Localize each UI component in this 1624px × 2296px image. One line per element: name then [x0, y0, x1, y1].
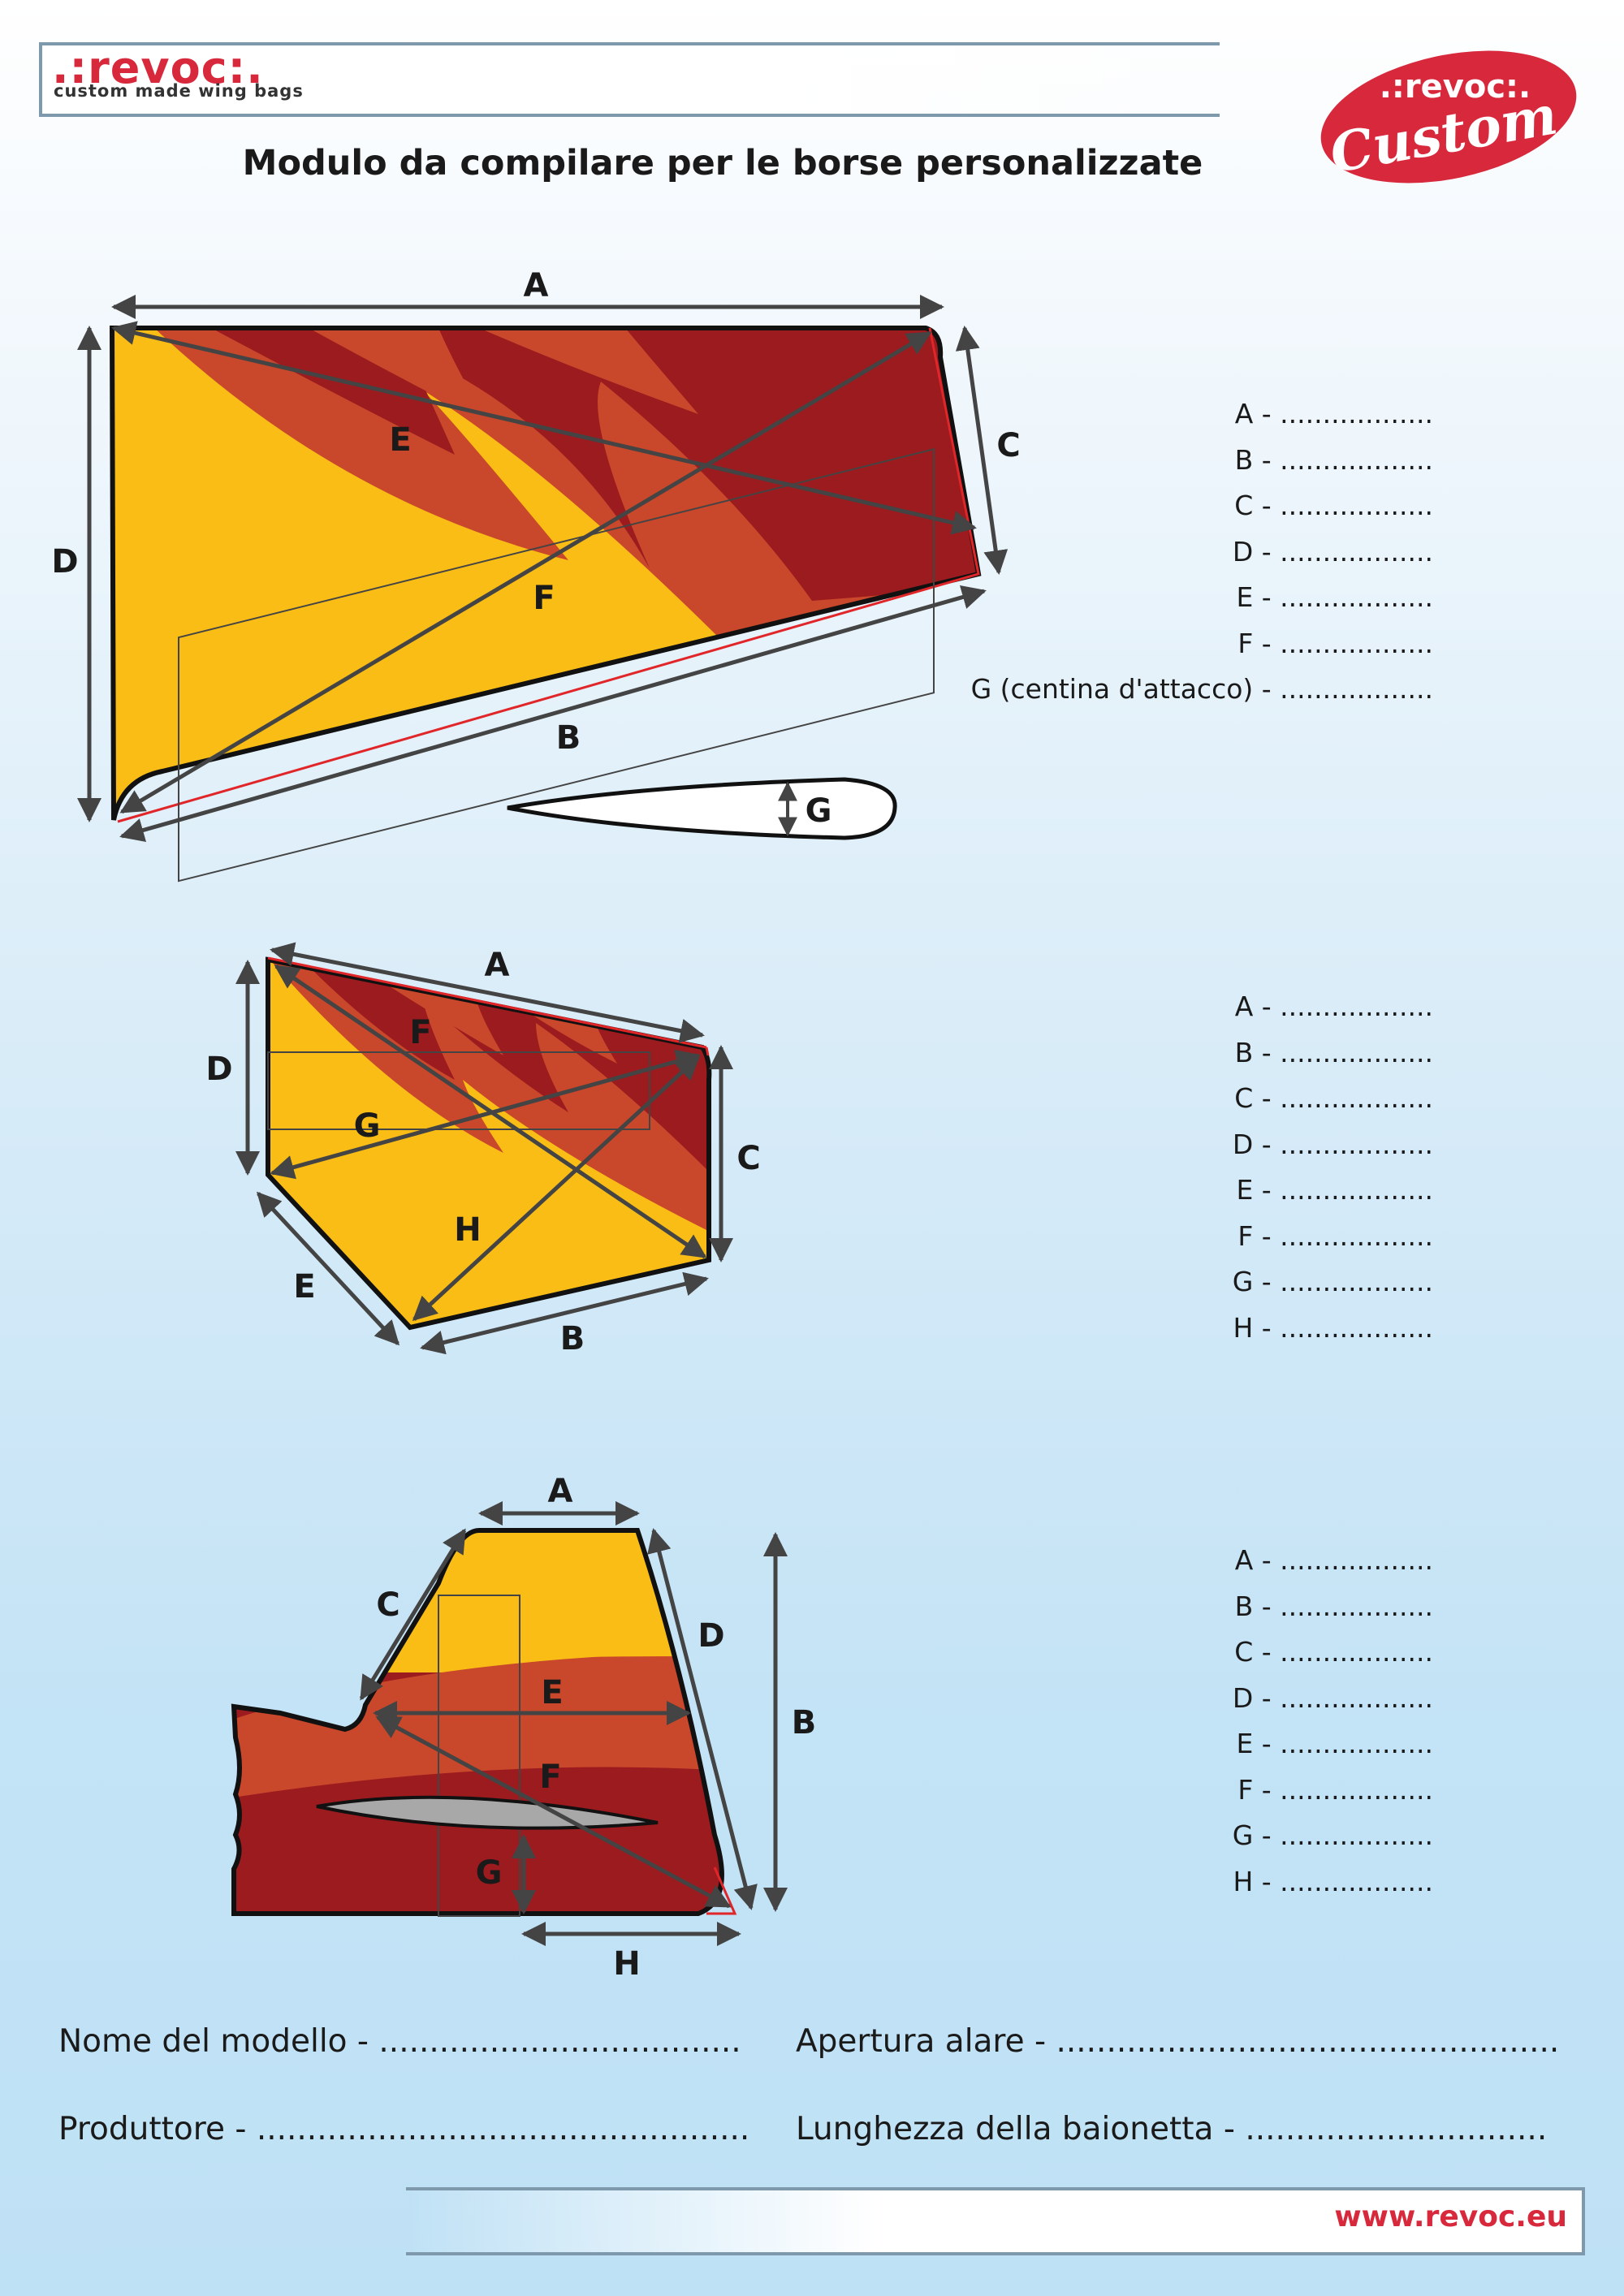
- wing2-label-g: G: [354, 1107, 381, 1145]
- wing2-label-f: F: [409, 1014, 431, 1051]
- wing1-field-c[interactable]: C - ..................: [1234, 490, 1433, 521]
- page-title: Modulo da compilare per le borse persona…: [242, 143, 1203, 183]
- wing3-label-h: H: [613, 1945, 640, 1983]
- wing1-field-d[interactable]: D - ..................: [1232, 535, 1433, 568]
- wing1-label-g: G: [806, 792, 832, 830]
- wing2-label-b: B: [560, 1320, 585, 1357]
- wing1-label-e: E: [389, 421, 411, 459]
- brand-logo: .:revoc:.: [52, 42, 264, 93]
- brand-tagline: custom made wing bags: [54, 81, 304, 101]
- wing2-field-f[interactable]: F - ..................: [1237, 1219, 1433, 1252]
- website-link[interactable]: www.revoc.eu: [1334, 2200, 1567, 2233]
- wing1-label-b: B: [556, 719, 581, 757]
- wing2-field-d[interactable]: D - ..................: [1232, 1128, 1433, 1160]
- footer-bar: [406, 2187, 1585, 2255]
- wing2-label-a: A: [485, 947, 510, 984]
- wing3-label-b: B: [792, 1704, 817, 1741]
- wing2-field-g[interactable]: G - ..................: [1232, 1266, 1433, 1297]
- wing2-label-h: H: [454, 1211, 481, 1249]
- wing3-label-g: G: [476, 1854, 503, 1892]
- wing2-field-e[interactable]: E - ..................: [1236, 1174, 1433, 1206]
- wing2-field-h[interactable]: H - ..................: [1233, 1311, 1433, 1344]
- wing2-label-c: C: [736, 1140, 760, 1177]
- wing3-label-e: E: [541, 1674, 563, 1711]
- wing1-label-f: F: [533, 580, 555, 617]
- wing1-label-a: A: [524, 267, 549, 304]
- wing3-field-c[interactable]: C - ..................: [1234, 1636, 1433, 1668]
- bayonet-length-field[interactable]: Lunghezza della baionetta - ............…: [796, 2111, 1548, 2147]
- wing3-label-c: C: [376, 1586, 400, 1624]
- header-bar: [39, 42, 1220, 117]
- badge-brand: .:revoc:.: [1380, 68, 1531, 106]
- wing2-label-d: D: [205, 1051, 232, 1088]
- wing3-field-d[interactable]: D - ..................: [1232, 1681, 1433, 1714]
- wing3-fields: A - .................. B - .............…: [1233, 1538, 1433, 1905]
- wing1-field-g[interactable]: G (centina d'attacco) - ................…: [970, 673, 1433, 705]
- wing1-label-d: D: [51, 543, 78, 580]
- wing3-field-b[interactable]: B - ..................: [1234, 1590, 1433, 1622]
- wing3-label-a: A: [548, 1473, 573, 1510]
- wing2-field-b[interactable]: B - ..................: [1234, 1036, 1433, 1068]
- wing3-field-a[interactable]: A - ..................: [1234, 1544, 1433, 1576]
- wing1-field-b[interactable]: B - ..................: [1234, 443, 1433, 476]
- manufacturer-field[interactable]: Produttore - ...........................…: [58, 2111, 750, 2147]
- wing-3-drawing: A C D B E F G H: [231, 1473, 817, 1983]
- model-name-field[interactable]: Nome del modello - .....................…: [58, 2023, 741, 2060]
- wing3-field-g[interactable]: G - ..................: [1232, 1819, 1433, 1851]
- wing3-label-f: F: [539, 1759, 561, 1796]
- wing3-field-h[interactable]: H - ..................: [1233, 1865, 1433, 1897]
- wing1-label-c: C: [996, 427, 1020, 464]
- wing1-field-e[interactable]: E - ..................: [1236, 581, 1433, 613]
- wing3-label-d: D: [698, 1617, 724, 1655]
- wing3-field-f[interactable]: F - ..................: [1237, 1773, 1433, 1806]
- wing2-field-c[interactable]: C - ..................: [1234, 1082, 1433, 1114]
- wing3-field-e[interactable]: E - ..................: [1236, 1728, 1433, 1759]
- wing1-field-a[interactable]: A - ..................: [1234, 398, 1433, 429]
- wing-1-drawing: A C D E F B G: [51, 267, 1021, 883]
- wing1-field-f[interactable]: F - ..................: [1237, 627, 1433, 659]
- wing2-field-a[interactable]: A - ..................: [1234, 990, 1433, 1022]
- wing1-fields: A - .................. B - .............…: [971, 391, 1433, 713]
- wing2-fields: A - .................. B - .............…: [1233, 984, 1433, 1351]
- custom-badge-logo: .:revoc:. Custom: [1320, 50, 1577, 185]
- wing2-label-e: E: [293, 1268, 315, 1306]
- wingspan-field[interactable]: Apertura alare - .......................…: [796, 2023, 1560, 2060]
- wing-2-drawing: A D F G C H E B: [205, 942, 761, 1357]
